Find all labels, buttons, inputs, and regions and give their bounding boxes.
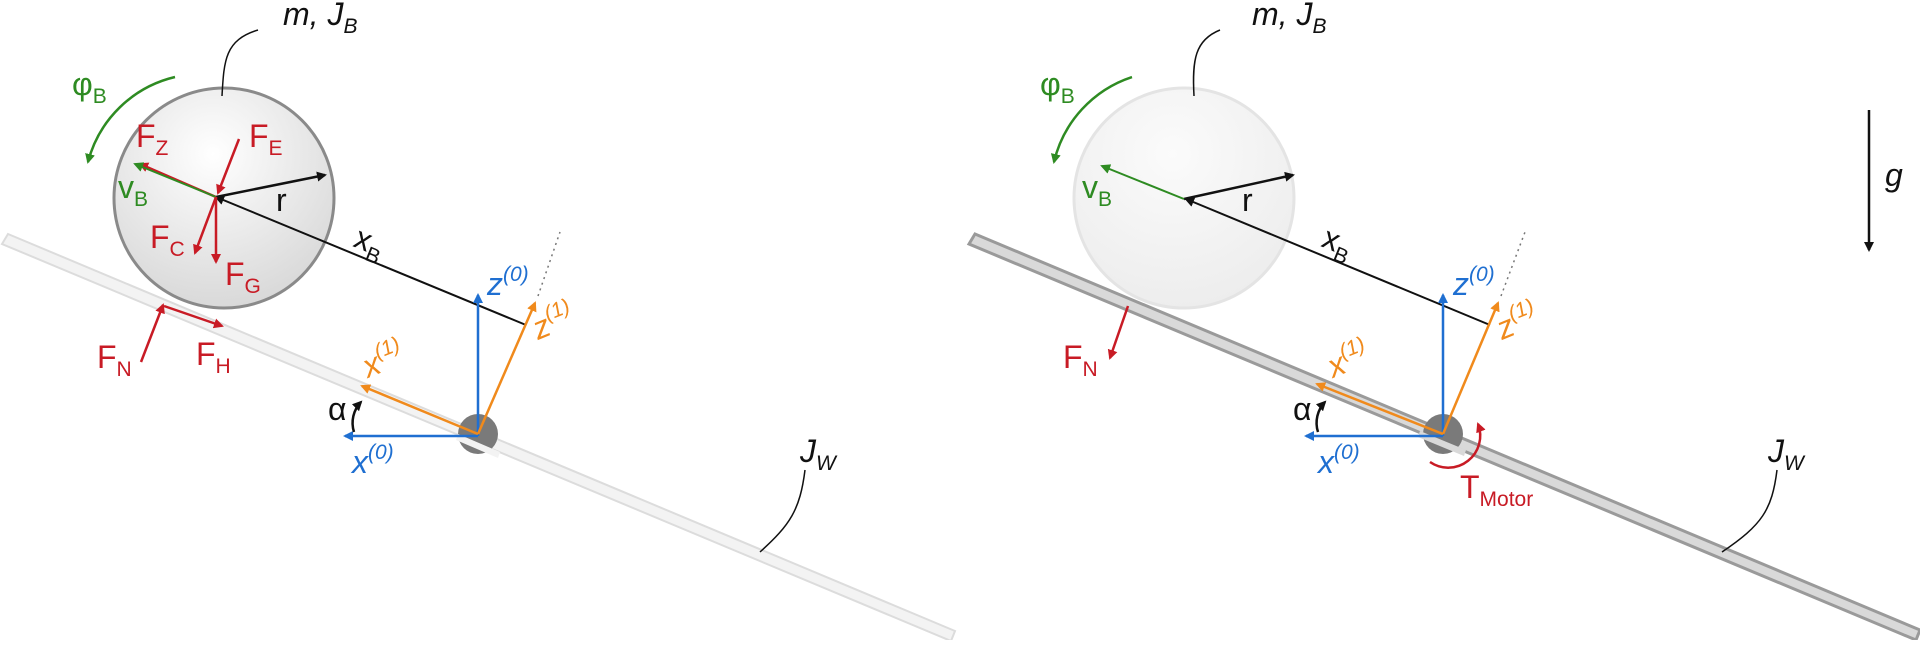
alpha-label-right: α (1293, 391, 1312, 427)
r-label-left: r (276, 182, 287, 218)
z1-axis-left (476, 301, 537, 435)
xb-line-right (1184, 197, 1491, 326)
mass-label-right: m, JB (1252, 0, 1326, 38)
vb-arrow-right (1100, 164, 1185, 200)
fn-label-right: FN (1063, 339, 1098, 381)
jw-callout-line (759, 469, 806, 553)
torque-label: TMotor (1460, 469, 1533, 511)
left-panel: m, JB φB FZ FE vB r FC FG xB z(0) z(1) x… (0, 0, 957, 643)
alpha-label-left: α (328, 391, 347, 427)
fe-label: FE (249, 118, 283, 160)
phi-arrow-right (1050, 75, 1133, 164)
pivot-left-cut (456, 434, 500, 458)
fh-label: FH (196, 336, 231, 378)
x1-label-right: x(1) (1319, 333, 1374, 386)
xb-label-right: xB (1315, 219, 1359, 269)
xb-line-left (214, 195, 527, 326)
radius-arrow-left (215, 171, 327, 199)
z1-axis-right (1441, 301, 1500, 435)
fc-arrow (193, 196, 218, 255)
z0-label-left: z(0) (486, 263, 529, 302)
mass-callout-line (221, 29, 259, 97)
phi-label-right: φB (1040, 66, 1075, 108)
phi-arrow-left (85, 75, 176, 164)
x0-label-left: x(0) (350, 441, 394, 480)
z1-label-right: z(1) (1489, 295, 1543, 347)
vb-label-right: vB (1082, 169, 1112, 211)
fz-label: FZ (136, 118, 169, 160)
fn-label-left: FN (97, 339, 132, 381)
xb-label-left: xB (347, 219, 391, 269)
phi-label-left: φB (72, 66, 107, 108)
fg-label: FG (225, 256, 261, 298)
alpha-arc-right (1315, 400, 1327, 433)
fc-label: FC (150, 219, 185, 261)
r-label-right: r (1242, 182, 1253, 218)
z1-label-left: z(1) (525, 295, 579, 347)
x1-axis-right (1315, 382, 1444, 436)
fe-arrow (216, 138, 241, 195)
motor-torque-arrow (1429, 422, 1486, 469)
gravity-label: g (1885, 157, 1903, 193)
radius-arrow-right (1183, 171, 1295, 201)
jw-label-left: JW (799, 433, 838, 475)
jw-callout-line-right (1721, 469, 1778, 553)
z1-axis-dotted-left (537, 231, 561, 297)
jw-label-right: JW (1767, 433, 1806, 475)
mass-label-left: m, JB (283, 0, 357, 38)
fn-arrow (139, 303, 165, 363)
right-panel: m, JB φB vB r xB z(0) z(1) x(1) α x(0) F… (966, 0, 1920, 642)
vb-label-left: vB (118, 169, 148, 211)
mass-callout-line-right (1192, 29, 1221, 97)
fh-arrow (163, 304, 224, 329)
x1-label-left: x(1) (354, 333, 409, 386)
z1-axis-dotted-right (1500, 231, 1526, 297)
fn-arrow-right (1107, 305, 1130, 360)
x0-label-right: x(0) (1316, 441, 1360, 480)
z0-label-right: z(0) (1452, 263, 1495, 302)
x1-axis-left (360, 384, 479, 436)
alpha-arc-left (351, 400, 363, 433)
vb-arrow-left (133, 162, 217, 198)
